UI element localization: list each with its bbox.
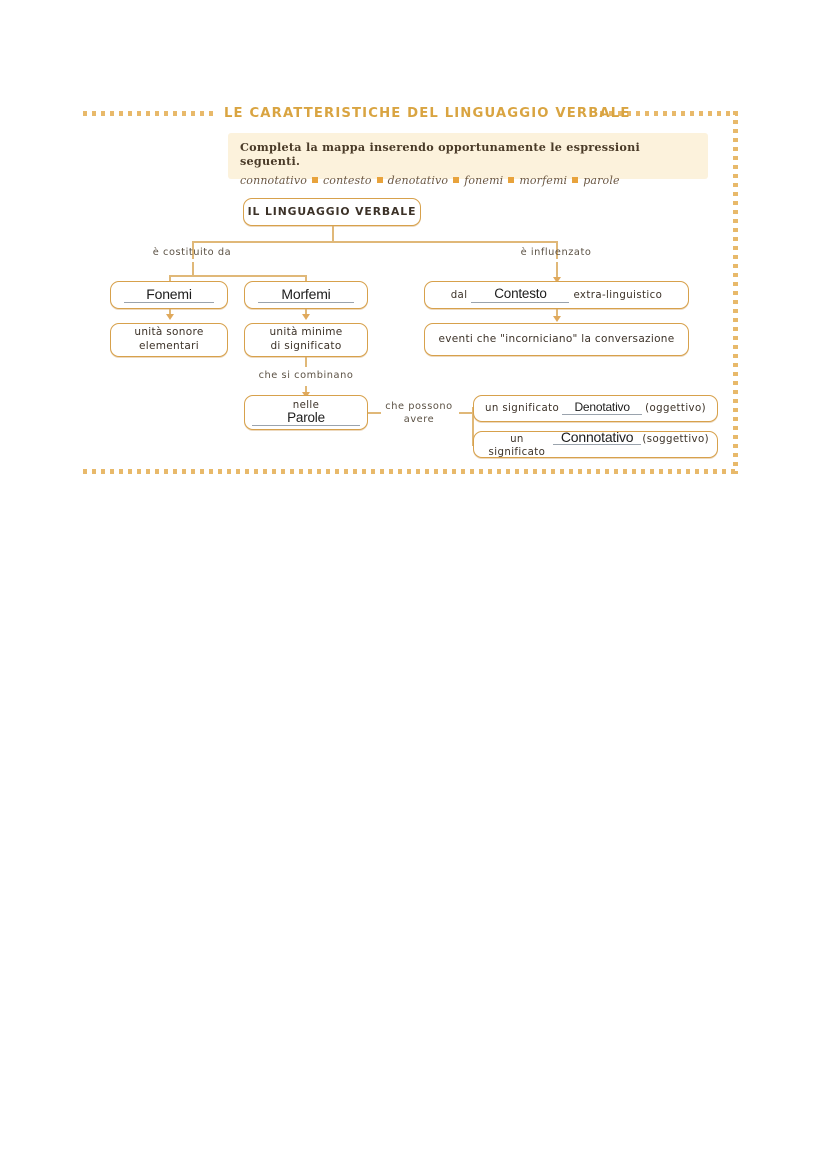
connector-meaning-bracket <box>472 407 474 445</box>
node-contesto: dal Contesto extra-linguistico <box>424 281 689 309</box>
node-morfemi-definition: unità minime di significato <box>244 323 368 357</box>
dotted-border-bottom <box>83 469 738 474</box>
connector-main-bus <box>192 241 557 243</box>
dotted-border-right <box>733 111 738 474</box>
node-contesto-suffix: extra-linguistico <box>573 290 663 302</box>
connector-fonemi-def <box>169 308 171 317</box>
arrow-down-icon <box>302 314 310 320</box>
bullet-separator-icon <box>311 177 318 183</box>
instruction-word-bank: connotativo contesto denotativo fonemi morfe… <box>240 174 696 187</box>
edge-label-combinano: che si combinano <box>258 370 354 381</box>
node-root: IL LINGUAGGIO VERBALE <box>243 198 421 226</box>
node-parole-prefix: nelle <box>292 399 320 411</box>
connector-left-split-bus <box>169 275 306 277</box>
answer-parole: Parole <box>252 410 360 427</box>
node-denotativo-prefix: un significato <box>484 403 560 415</box>
connector-morfemi-drop <box>305 275 307 281</box>
instruction-panel: Completa la mappa inserendo opportunamen… <box>228 133 708 187</box>
node-fonemi: Fonemi <box>110 281 228 309</box>
node-contesto-prefix: dal <box>450 290 468 302</box>
node-fonemi-definition: unità sonore elementari <box>110 323 228 357</box>
word-bank-item: connotativo <box>240 174 307 187</box>
connector-fonemi-drop <box>169 275 171 281</box>
connector-parole-out <box>367 412 381 414</box>
connector-right-drop <box>556 241 558 259</box>
word-bank-item: fonemi <box>464 174 504 187</box>
bullet-separator-icon <box>376 177 383 183</box>
connector-contesto-stem <box>556 262 558 281</box>
edge-label-influenzato: è influenzato <box>520 247 592 258</box>
word-bank-item: denotativo <box>387 174 449 187</box>
bullet-separator-icon <box>572 177 579 183</box>
connector-combine-stem <box>305 357 307 367</box>
bullet-separator-icon <box>508 177 515 183</box>
word-bank-item: parole <box>583 174 620 187</box>
node-connotativo-suffix: (soggettivo) <box>642 433 709 445</box>
node-connotativo: un significato Connotativo (soggettivo) <box>473 430 718 458</box>
node-eventi: eventi che "incorniciano" la conversazio… <box>424 323 689 356</box>
connector-root-stem <box>332 226 334 242</box>
word-bank-item: contesto <box>322 174 372 187</box>
word-bank-item: morfemi <box>519 174 568 187</box>
connector-parole-stem <box>305 386 307 395</box>
connector-morfemi-def <box>305 308 307 317</box>
bullet-separator-icon <box>453 177 460 183</box>
dotted-border-top-right <box>600 111 738 116</box>
dotted-border-top-left <box>83 111 217 116</box>
connector-left-stem <box>192 262 194 276</box>
instruction-heading: Completa la mappa inserendo opportunamen… <box>240 140 640 168</box>
node-denotativo: un significato Denotativo (oggettivo) <box>473 395 718 422</box>
node-parole: nelle Parole <box>244 395 368 430</box>
answer-fonemi: Fonemi <box>124 286 214 304</box>
arrow-down-icon <box>553 277 561 283</box>
page-title: LE CARATTERISTICHE DEL LINGUAGGIO VERBAL… <box>224 106 631 121</box>
node-morfemi: Morfemi <box>244 281 368 309</box>
arrow-down-icon <box>166 314 174 320</box>
connector-have-out <box>459 412 473 414</box>
connector-left-drop <box>192 241 194 259</box>
answer-denotativo: Denotativo <box>562 401 643 415</box>
node-denotativo-suffix: (oggettivo) <box>645 403 706 415</box>
connector-eventi-stem <box>556 308 558 320</box>
edge-label-possono-avere: che possono avere <box>385 401 453 426</box>
answer-contesto: Contesto <box>471 287 570 303</box>
answer-connotativo: Connotativo <box>552 430 642 446</box>
edge-label-costituito: è costituito da <box>152 247 232 258</box>
node-connotativo-prefix: un significato <box>488 433 546 458</box>
answer-morfemi: Morfemi <box>258 286 354 304</box>
arrow-down-icon <box>553 316 561 322</box>
